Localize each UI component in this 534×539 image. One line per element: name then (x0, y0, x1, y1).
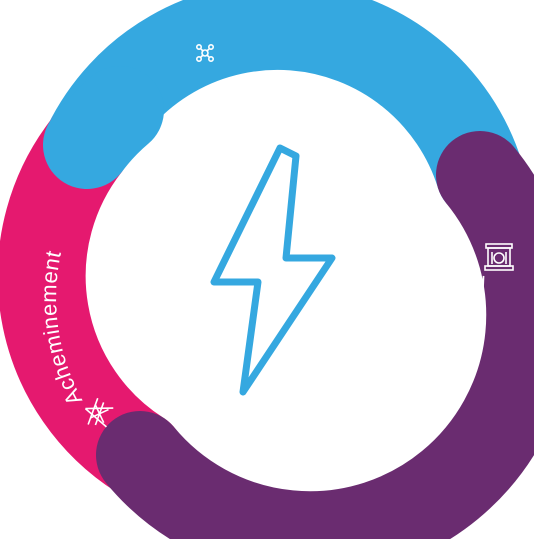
pylon-icon (84, 397, 114, 428)
segment-taxes (96, 131, 534, 539)
center-disc (102, 104, 438, 440)
lightning-bolt-icon (210, 144, 336, 396)
molecule-icon (195, 43, 215, 63)
building-euro-icon (484, 243, 514, 271)
segment-fourniture-cap (43, 66, 164, 189)
